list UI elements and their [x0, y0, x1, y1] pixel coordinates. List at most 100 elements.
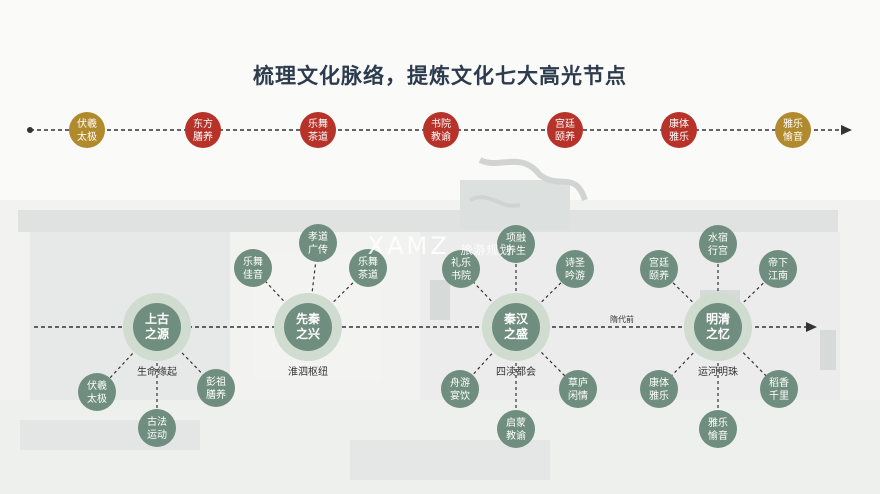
axis-annotation: 隋代前: [610, 314, 634, 324]
timeline-node-label-line2: 太极: [77, 130, 97, 143]
timeline-node-label-line1: 宫廷: [555, 117, 575, 130]
hub-circle: [284, 303, 332, 351]
leaf-label-line2: 膳养: [206, 388, 226, 401]
leaf-label-line1: 帝下: [768, 256, 788, 269]
main-axis-arrow-icon: [806, 322, 817, 332]
timeline-arrow-icon: [841, 125, 852, 135]
timeline-node-label-line2: 愉音: [783, 130, 803, 143]
leaf-label-line1: 草庐: [568, 376, 588, 389]
leaf-label-line1: 项融: [506, 232, 526, 244]
leaf-label-line2: 江南: [768, 269, 788, 282]
leaf-label-line2: 佳音: [243, 268, 263, 281]
leaf-label-line2: 茶道: [358, 268, 378, 281]
timeline-node-label-line2: 膳养: [193, 130, 213, 143]
leaf-label-line2: 养生: [506, 244, 526, 257]
hub-title-line2: 之源: [145, 326, 169, 341]
leaf-circle: [442, 250, 480, 288]
hub-title-line2: 之兴: [296, 326, 320, 341]
network-layer: 隋代前上古之源生命缘起伏羲太极古法运动彭祖膳养先秦之兴淮泗枢纽乐舞佳音孝道广传乐…: [34, 224, 817, 448]
timeline-node-circle: [69, 112, 105, 148]
leaf-label-line1: 宫廷: [649, 256, 669, 269]
leaf-circle: [759, 250, 797, 288]
timeline-node-circle: [547, 112, 583, 148]
leaf-label-line2: 书院: [451, 269, 471, 282]
hub-caption: 四渎都会: [496, 365, 536, 378]
leaf-circle: [78, 373, 116, 411]
leaf-label-line1: 古法: [147, 415, 167, 428]
timeline-node-label-line2: 雅乐: [669, 130, 689, 143]
timeline-start-dot: [27, 127, 33, 133]
leaf-label-line2: 颐养: [649, 269, 669, 282]
leaf-label-line1: 乐舞: [243, 256, 263, 268]
leaf-circle: [760, 370, 798, 408]
timeline-node-label-line1: 康体: [669, 117, 689, 130]
leaf-label-line1: 雅乐: [708, 416, 728, 429]
leaf-circle: [699, 225, 737, 263]
timeline-node-label-line1: 伏羲: [77, 117, 97, 130]
leaf-label-line2: 广传: [308, 244, 328, 256]
leaf-label-line2: 吟游: [565, 269, 585, 282]
hub-circle: [694, 303, 742, 351]
leaf-label-line1: 诗圣: [565, 256, 585, 269]
leaf-circle: [234, 249, 272, 287]
leaf-label-line2: 宴饮: [450, 389, 470, 402]
timeline-node-label-line1: 雅乐: [783, 117, 803, 130]
leaf-circle: [138, 409, 176, 447]
timeline-node-label-line2: 颐养: [555, 130, 575, 143]
leaf-circle: [640, 370, 678, 408]
leaf-label-line1: 伏羲: [87, 379, 107, 392]
leaf-label-line1: 礼乐: [451, 256, 471, 269]
leaf-circle: [299, 224, 337, 262]
hub-circle: [133, 303, 181, 351]
timeline-node-circle: [423, 112, 459, 148]
leaf-label-line1: 康体: [649, 376, 669, 389]
hub-caption: 淮泗枢纽: [288, 365, 328, 378]
leaf-label-line2: 愉音: [708, 429, 728, 442]
hub-title-line1: 上古: [145, 311, 169, 326]
watermark: XAMZ 旅游规划: [0, 232, 880, 260]
leaf-label-line2: 雅乐: [649, 389, 669, 402]
timeline-node-circle: [300, 112, 336, 148]
timeline-node-label-line2: 教谕: [431, 130, 451, 143]
leaf-label-line1: 稻香: [769, 377, 789, 389]
leaf-label-line2: 教谕: [506, 429, 526, 442]
timeline-node-label-line1: 乐舞: [308, 118, 328, 130]
page-title: 梳理文化脉络，提炼文化七大高光节点: [253, 64, 627, 88]
leaf-label-line2: 千里: [769, 390, 789, 402]
